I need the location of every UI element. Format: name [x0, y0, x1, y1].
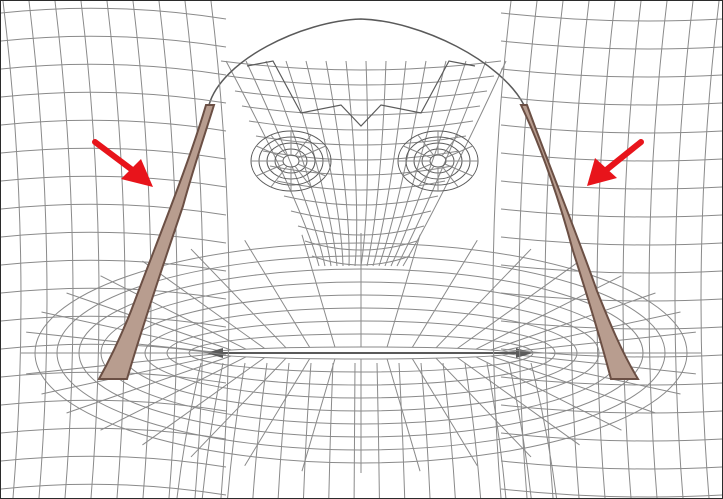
facial-feature-loops — [250, 130, 479, 192]
left-nasolabial-strip — [97, 104, 216, 380]
right-arrow-icon — [587, 139, 644, 186]
right-nasolabial-strip — [519, 104, 640, 380]
left-arrow-icon — [92, 139, 153, 187]
